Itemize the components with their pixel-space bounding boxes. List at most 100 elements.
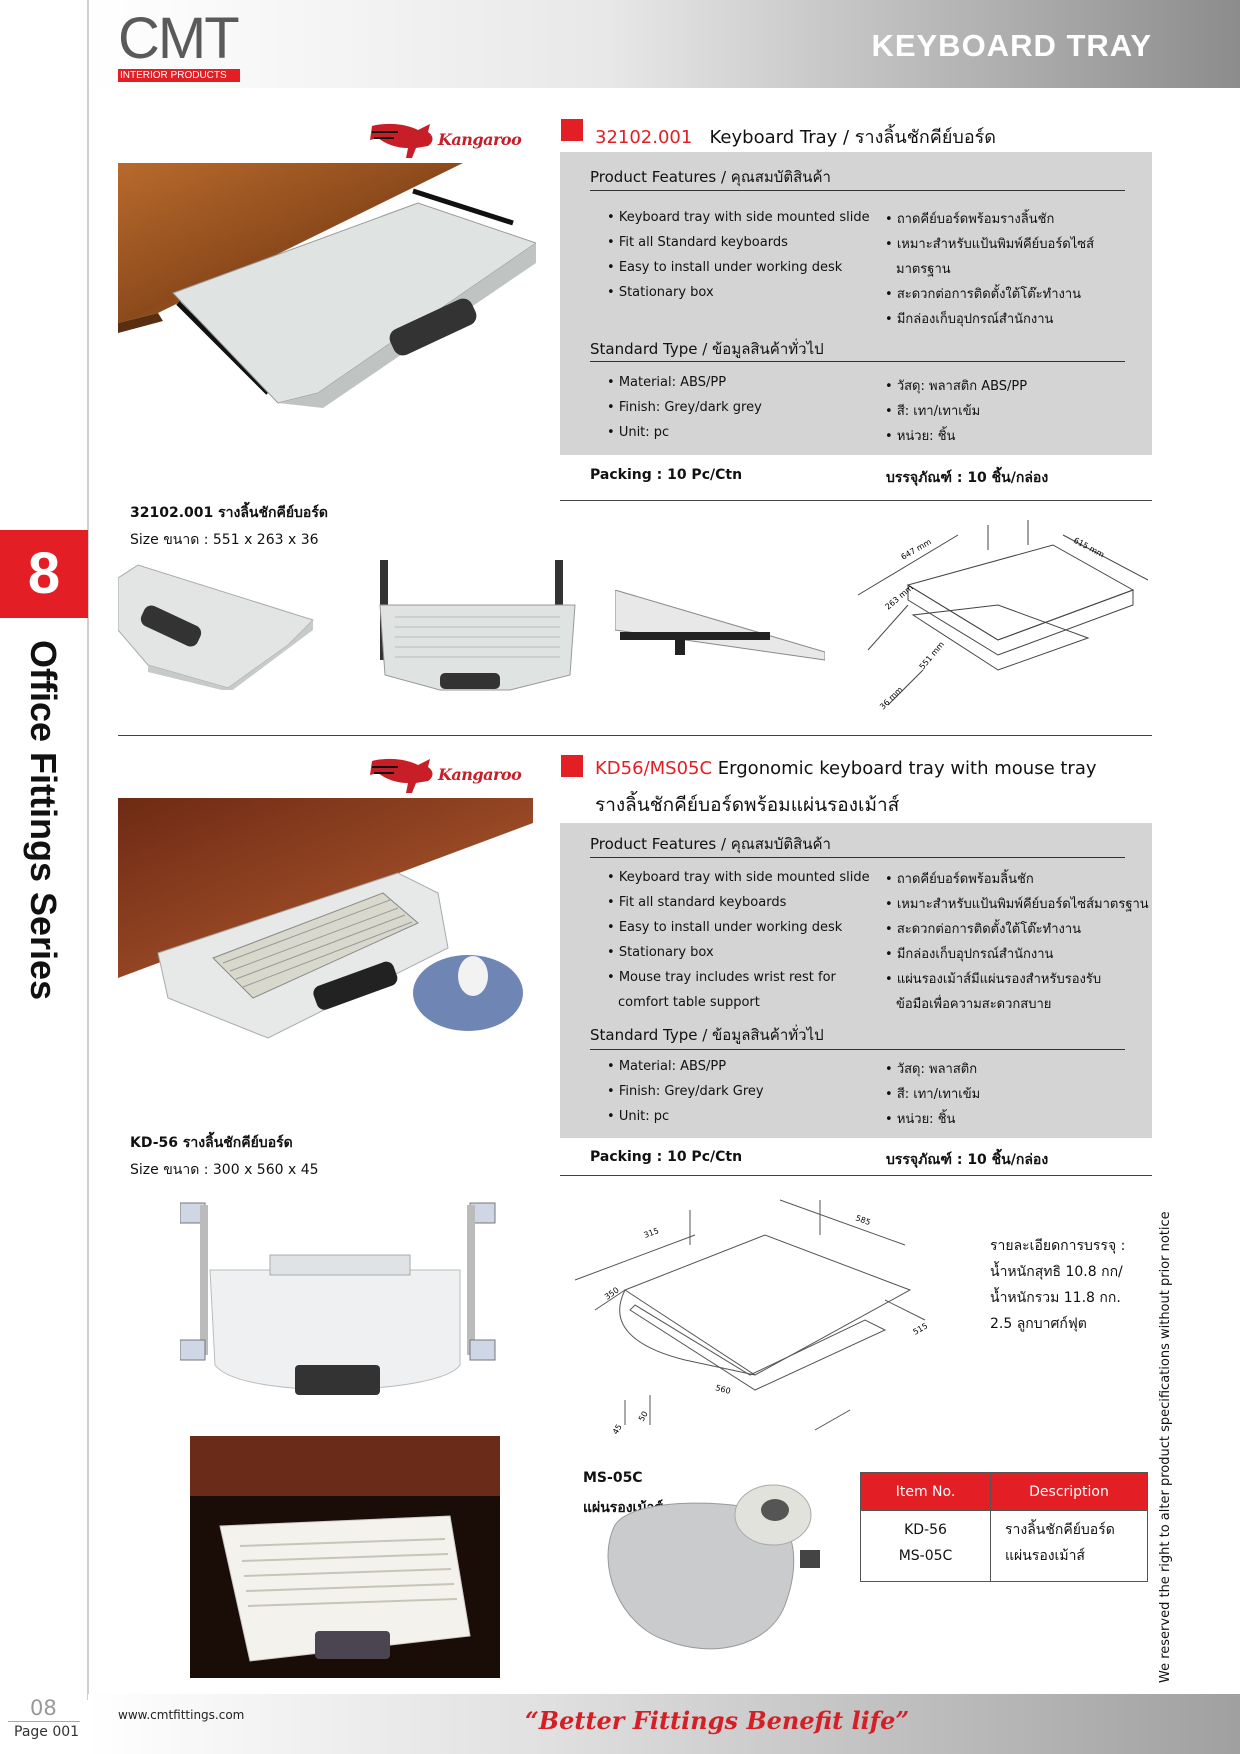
item-table-header-item: Item No.: [860, 1472, 991, 1511]
kangaroo-icon: [370, 123, 433, 158]
description-ms05c: แผ่นรองเม้าส์: [1005, 1548, 1085, 1564]
section1-features-heading: Product Features / คุณสมบัติสินค้า: [590, 168, 831, 186]
section2-caption-size: Size ขนาด : 300 x 560 x 45: [130, 1162, 319, 1178]
s1-feature-en-2: Fit all Standard keyboards: [607, 235, 788, 250]
packing-note-2: น้ำหนักสุทธิ 10.8 กก/: [990, 1264, 1123, 1280]
series-title-text: Office Fittings Series: [23, 640, 64, 1001]
item-table-cell-descriptions: รางลิ้นชักคีย์บอร์ด แผ่นรองเม้าส์: [990, 1510, 1148, 1582]
dim-label-4: 551 mm: [918, 640, 946, 672]
tray-top-view-photo: [117, 560, 318, 692]
s1-standard-en-1: Material: ABS/PP: [607, 375, 726, 390]
tray-top-view-image: [117, 564, 314, 692]
kd56-installed-image: [190, 1436, 500, 1678]
section-marker: [561, 119, 583, 141]
s1-standard-th-1: วัสดุ: พลาสติก ABS/PP: [885, 375, 1027, 396]
page-label: Page 001: [14, 1724, 80, 1740]
mouse-pad-caption-code: MS-05C: [583, 1470, 643, 1486]
s2-feature-en-5-cont: comfort table support: [618, 995, 760, 1010]
page-number: 08: [30, 1696, 57, 1720]
mouse-pad-photo: [595, 1455, 840, 1675]
s2-feature-th-4: มีกล่องเก็บอุปกรณ์สำนักงาน: [885, 943, 1054, 964]
section2-packing-en: Packing : 10 Pc/Ctn: [590, 1149, 743, 1165]
s2-standard-en-1: Material: ABS/PP: [607, 1059, 726, 1074]
tray-side-view-image: [614, 589, 826, 661]
s1-feature-en-1: Keyboard tray with side mounted slide: [607, 210, 870, 225]
s2-feature-en-1: Keyboard tray with side mounted slide: [607, 870, 870, 885]
page-header-band: [88, 0, 1240, 88]
dim-label-g: 50: [637, 1410, 650, 1423]
section-marker: [561, 755, 583, 777]
ergonomic-tray-photo-image: [118, 798, 533, 1056]
section2-title: KD56/MS05C Ergonomic keyboard tray with …: [595, 758, 1097, 779]
s1-standard-th-2: สี: เทา/เทาเข้ม: [885, 400, 980, 421]
dim-label-3: 263 mm: [884, 583, 916, 611]
section1-title: 32102.001 Keyboard Tray / รางลิ้นชักคีย์…: [595, 122, 996, 151]
s1-feature-th-2-cont: มาตรฐาน: [896, 262, 951, 277]
item-no-kd56: KD-56: [904, 1522, 947, 1538]
chapter-number-tab: 8: [0, 530, 88, 618]
kd56-tray-photo: [179, 1195, 515, 1410]
section1-title-text: Keyboard Tray / รางลิ้นชักคีย์บอร์ด: [709, 127, 996, 148]
section1-features-rule: [590, 190, 1125, 191]
dim-label-5: 36 mm: [878, 685, 905, 712]
s2-feature-th-5: แผ่นรองเม้าส์มีแผ่นรองสำหรับรองรับ: [885, 968, 1101, 989]
s1-feature-th-3: สะดวกต่อการติดตั้งใต้โต๊ะทำงาน: [885, 283, 1081, 304]
footer-slogan: “Better Fittings Benefit life”: [525, 1706, 910, 1735]
packing-note-1: รายละเอียดการบรรจุ :: [990, 1238, 1126, 1254]
series-title: Office Fittings Series: [23, 640, 64, 1010]
page-heading: KEYBOARD TRAY: [871, 28, 1152, 63]
dim-label-f: 45: [611, 1423, 624, 1436]
section1-caption-title: 32102.001 รางลิ้นชักคีย์บอร์ด: [130, 505, 328, 521]
s2-feature-en-5: Mouse tray includes wrist rest for: [607, 970, 836, 985]
cmt-logo: CMT INTERIOR PRODUCTS: [118, 10, 243, 82]
item-table-header-row: Item No. Description: [860, 1472, 1148, 1511]
s2-feature-en-4: Stationary box: [607, 945, 714, 960]
s2-feature-en-3: Easy to install under working desk: [607, 920, 842, 935]
section2-title-thai: รางลิ้นชักคีย์บอร์ดพร้อมแผ่นรองเม้าส์: [595, 794, 900, 816]
left-margin-rule: [87, 0, 89, 1700]
section2-packing-th: บรรจุภัณฑ์ : 10 ชิ้น/กล่อง: [886, 1152, 1049, 1168]
kangaroo-brand-logo: Kangaroo: [368, 118, 534, 162]
s1-feature-th-1: ถาดคีย์บอร์ดพร้อมรางลิ้นชัก: [885, 208, 1055, 229]
packing-note-3: น้ำหนักรวม 11.8 กก.: [990, 1290, 1121, 1306]
section1-dimension-drawing: 647 mm 615 mm 263 mm 551 mm 36 mm: [848, 520, 1153, 715]
section1-dimension-drawing-image: 647 mm 615 mm 263 mm 551 mm 36 mm: [857, 520, 1149, 712]
page-label-rule: [8, 1721, 80, 1722]
footer-website-link[interactable]: www.cmtfittings.com: [118, 1708, 245, 1722]
section1-standard-rule: [590, 361, 1125, 362]
section2-features-heading: Product Features / คุณสมบัติสินค้า: [590, 835, 831, 853]
s1-standard-en-2: Finish: Grey/dark grey: [607, 400, 762, 415]
section1-packing-th: บรรจุภัณฑ์ : 10 ชิ้น/กล่อง: [886, 470, 1049, 486]
section2-features-rule: [590, 857, 1125, 858]
s2-feature-th-5-cont: ข้อมือเพื่อความสะดวกสบาย: [896, 997, 1052, 1012]
page-footer-band: [88, 1694, 1240, 1754]
dim-label-a: 315: [643, 1226, 660, 1240]
kangaroo-icon: [370, 758, 433, 793]
section1-caption-size: Size ขนาด : 551 x 263 x 36: [130, 532, 319, 548]
section1-standard-heading: Standard Type / ข้อมูลสินค้าทั่วไป: [590, 340, 824, 358]
s2-feature-th-3: สะดวกต่อการติดตั้งใต้โต๊ะทำงาน: [885, 918, 1081, 939]
s1-feature-en-4: Stationary box: [607, 285, 714, 300]
packing-details-notes: รายละเอียดการบรรจุ : น้ำหนักสุทธิ 10.8 ก…: [990, 1233, 1125, 1337]
section2-title-text: Ergonomic keyboard tray with mouse tray: [717, 758, 1097, 779]
section1-packing-rule: [560, 500, 1152, 501]
section2-standard-rule: [590, 1049, 1125, 1050]
tray-side-view-photo: [614, 589, 826, 665]
dim-label-e: 560: [714, 1383, 731, 1396]
kd56-tray-image: [179, 1202, 496, 1395]
item-table-cell-items: KD-56 MS-05C: [860, 1510, 991, 1582]
kd56-installed-photo: [190, 1436, 500, 1678]
s1-standard-th-3: หน่วย: ชิ้น: [885, 425, 956, 446]
disclaimer-text: We reserved the right to alter product s…: [1158, 1211, 1173, 1683]
kangaroo-brand-logo-2: Kangaroo: [368, 753, 534, 797]
s2-standard-th-1: วัสดุ: พลาสติก: [885, 1058, 977, 1079]
dim-label-2: 615 mm: [1072, 536, 1106, 560]
s2-feature-th-2: เหมาะสำหรับแป้นพิมพ์คีย์บอร์ดไซส์มาตรฐาน: [885, 893, 1149, 914]
s1-feature-th-2: เหมาะสำหรับแป้นพิมพ์คีย์บอร์ดไซส์: [885, 233, 1094, 254]
packing-note-4: 2.5 ลูกบาศก์ฟุต: [990, 1316, 1087, 1332]
section2-code: KD56/MS05C: [595, 758, 713, 779]
s2-standard-en-2: Finish: Grey/dark Grey: [607, 1084, 764, 1099]
logo-subtitle: INTERIOR PRODUCTS: [118, 69, 240, 82]
section2-dimension-drawing-image: 315 585 350 515 560 45 50: [574, 1199, 929, 1436]
ergonomic-tray-photo: [118, 798, 533, 1056]
